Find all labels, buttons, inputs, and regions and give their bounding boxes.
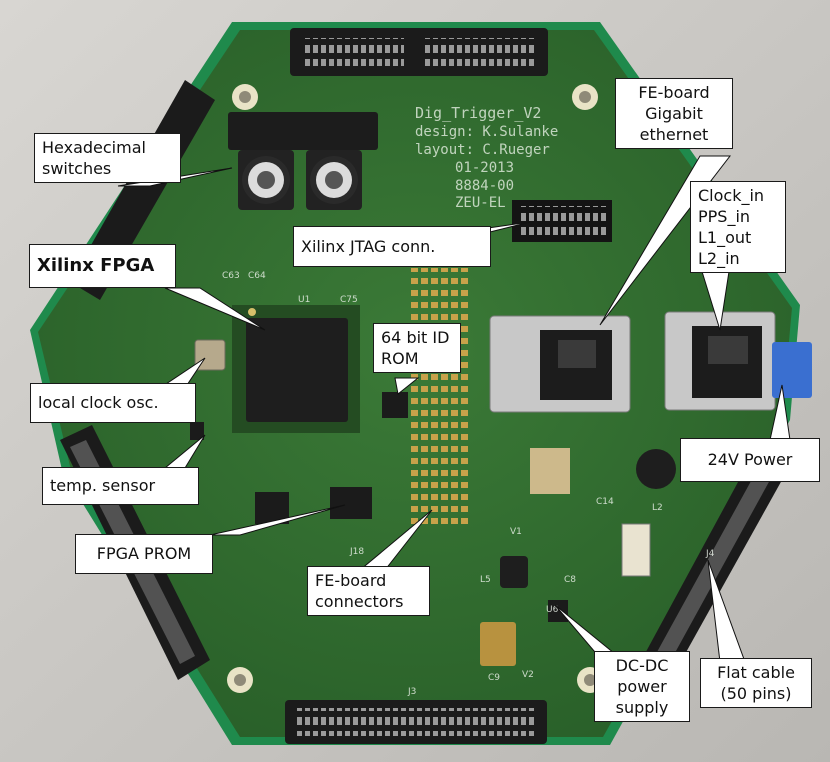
silk-date: 01-2013 [455, 160, 514, 176]
fe-gigabit-label: FE-board Gigabit ethernet [638, 83, 710, 144]
svg-text:C14: C14 [596, 497, 614, 507]
callout-clock-signals: Clock_in PPS_in L1_out L2_in [690, 181, 786, 273]
id-rom-chip [382, 392, 408, 418]
hex-switches [228, 112, 378, 210]
callout-fpga-prom: FPGA PROM [75, 534, 213, 574]
fpga-chip [232, 305, 360, 433]
callout-id-rom: 64 bit ID ROM [373, 323, 461, 373]
capacitor-c9 [480, 622, 516, 666]
flat-cable-label: Flat cable (50 pins) [717, 663, 795, 703]
silkscreen-text: Dig_Trigger_V2 design: K.Sulanke layout:… [415, 104, 558, 211]
temp-sensor-chip [190, 422, 204, 440]
callout-temp-sensor: temp. sensor [42, 467, 199, 505]
local-clock-label: local clock osc. [38, 393, 159, 412]
right-connector-j4 [635, 460, 782, 690]
reference-designators: U1 C63 C64 C75 V1 L5 C8 C9 V2 U6 C14 L2 … [222, 271, 715, 697]
fe-connectors-label: FE-board connectors [315, 571, 404, 611]
top-connector [290, 28, 548, 76]
transformer [530, 448, 570, 494]
callout-jtag: Xilinx JTAG conn. [293, 226, 491, 267]
callout-hex-switches: Hexadecimal switches [34, 133, 181, 183]
power-24v-label: 24V Power [707, 450, 793, 469]
svg-text:V2: V2 [522, 670, 534, 680]
blue-power-connector [772, 342, 812, 398]
callout-local-clock: local clock osc. [30, 383, 196, 423]
l2-in-label: L2_in [698, 249, 740, 268]
svg-text:L2: L2 [652, 503, 663, 513]
svg-text:C75: C75 [340, 295, 358, 305]
callout-fe-gigabit: FE-board Gigabit ethernet [615, 78, 733, 149]
svg-text:U6: U6 [546, 605, 559, 615]
callout-flat-cable: Flat cable (50 pins) [700, 658, 812, 708]
svg-text:C64: C64 [248, 271, 266, 281]
inductor-100 [636, 449, 676, 489]
mounting-holes [227, 84, 603, 693]
svg-text:J18: J18 [349, 547, 364, 557]
rj45-jack-right [664, 311, 776, 411]
hex-switches-label: Hexadecimal switches [42, 138, 146, 178]
svg-text:J4: J4 [705, 549, 715, 559]
silk-org: ZEU-EL [455, 195, 506, 211]
rj45-jack-left [489, 315, 631, 413]
silk-design: design: K.Sulanke [415, 124, 558, 140]
clock-in-label: Clock_in [698, 186, 765, 205]
svg-text:U1: U1 [298, 295, 310, 305]
callout-24v-power: 24V Power [680, 438, 820, 482]
svg-text:L5: L5 [480, 575, 491, 585]
fpga-prom-label: FPGA PROM [96, 544, 192, 563]
jtag-header [512, 200, 612, 242]
id-rom-label: 64 bit ID ROM [381, 328, 450, 368]
callout-xilinx-fpga: Xilinx FPGA [29, 244, 176, 288]
svg-text:C63: C63 [222, 271, 240, 281]
dc-dc-label: DC-DC power supply [615, 656, 669, 717]
dc-dc-chip [548, 600, 568, 622]
silk-part: 8884-00 [455, 178, 514, 194]
fuse-holder [621, 523, 651, 577]
callout-dc-dc: DC-DC power supply [594, 651, 690, 722]
prom-chip [330, 487, 372, 519]
callout-fe-connectors: FE-board connectors [307, 566, 430, 616]
bottom-connector-j3 [285, 700, 547, 744]
jtag-label: Xilinx JTAG conn. [301, 237, 436, 256]
l1-out-label: L1_out [698, 228, 752, 247]
xilinx-fpga-label: Xilinx FPGA [37, 255, 155, 276]
svg-text:V1: V1 [510, 527, 522, 537]
temp-sensor-label: temp. sensor [50, 476, 156, 495]
silk-layout: layout: C.Rueger [415, 142, 550, 158]
fe-board-pads [410, 268, 470, 530]
svg-text:C9: C9 [488, 673, 500, 683]
silk-title: Dig_Trigger_V2 [415, 104, 541, 122]
pps-in-label: PPS_in [698, 207, 751, 226]
svg-text:J3: J3 [407, 687, 416, 697]
inductor-l5 [500, 556, 528, 588]
svg-text:C8: C8 [564, 575, 576, 585]
